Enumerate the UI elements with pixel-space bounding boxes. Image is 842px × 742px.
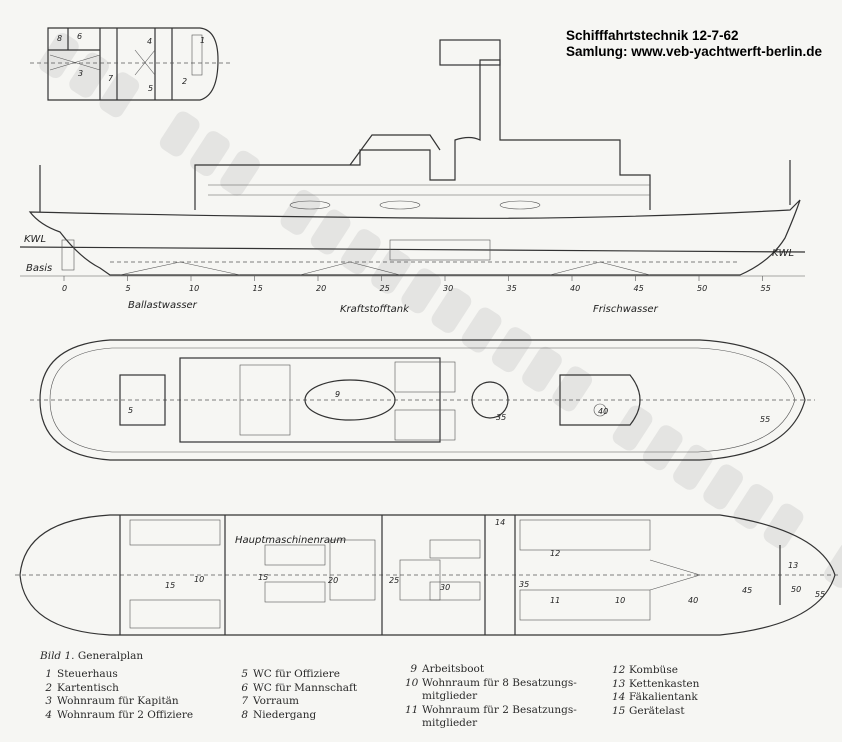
watermark-glyph <box>220 150 260 196</box>
deck-label: 40 <box>598 407 608 416</box>
lower-label: 50 <box>791 585 801 594</box>
engine-room-label: Hauptmaschinenraum <box>235 535 346 546</box>
lower-label: 20 <box>328 576 338 585</box>
basis-label: Basis <box>26 263 52 274</box>
watermark-glyph <box>522 346 562 392</box>
watermark-glyph <box>733 484 774 529</box>
fresh-water-label: Frischwasser <box>593 304 659 315</box>
lower-label: 11 <box>550 596 560 605</box>
source-header: Schifffahrtstechnik 12-7-62 Samlung: www… <box>566 28 822 60</box>
watermark <box>39 33 842 588</box>
inset-label: 4 <box>147 37 152 46</box>
frame-number: 45 <box>634 284 644 293</box>
watermark-glyph <box>99 72 140 118</box>
lower-label: 15 <box>165 581 175 590</box>
lower-label: 55 <box>815 590 825 599</box>
header-line-2: Samlung: www.veb-yachtwerft-berlin.de <box>566 44 823 59</box>
frame-number: 20 <box>316 284 326 293</box>
watermark-glyph <box>763 503 804 549</box>
header-line-1: Schifffahrtstechnik 12-7-62 <box>566 28 739 43</box>
lower-label: 40 <box>688 596 698 605</box>
watermark-glyph <box>401 268 442 314</box>
kwl-label: KWL <box>772 248 794 259</box>
watermark-glyph <box>461 307 502 353</box>
watermark-glyph <box>310 209 351 255</box>
ballast-water-label: Ballastwasser <box>128 300 198 311</box>
watermark-glyph <box>39 33 79 78</box>
frame-number: 15 <box>253 284 263 293</box>
watermark-glyph <box>431 287 472 333</box>
fuel-tank-label: Kraftstofftank <box>340 304 410 315</box>
watermark-glyph <box>612 405 653 451</box>
watermark-glyph <box>703 464 743 510</box>
inset-label: 7 <box>108 74 114 83</box>
lower-label: 15 <box>258 573 268 582</box>
deck-plan: 5 9 35 40 55 <box>30 339 815 461</box>
frame-number: 55 <box>761 284 771 293</box>
watermark-glyph <box>69 52 109 98</box>
inset-label: 3 <box>78 69 83 78</box>
kwl-label: KWL <box>24 234 46 245</box>
inset-label: 2 <box>182 77 187 86</box>
lower-label: 35 <box>519 580 529 589</box>
frame-number: 0 <box>62 284 67 293</box>
watermark-glyph <box>491 327 532 373</box>
inset-label: 8 <box>57 34 62 43</box>
inset-label: 5 <box>148 84 153 93</box>
inset-label: 1 <box>200 36 205 45</box>
figure-caption: Bild 1. Generalplan <box>40 650 143 662</box>
frame-number: 35 <box>507 284 517 293</box>
watermark-glyph <box>159 111 200 157</box>
lower-deck-plan: Hauptmaschinenraum 15 10 15 20 25 30 14 … <box>15 514 840 636</box>
deckhouse-inset-plan: 8 6 4 1 3 7 5 2 <box>30 27 230 101</box>
lower-label: 12 <box>550 549 560 558</box>
frame-number: 40 <box>570 284 580 293</box>
legend-item-continued: mitglieder <box>422 717 478 730</box>
frame-number: 30 <box>443 284 453 293</box>
deck-label: 35 <box>496 413 506 422</box>
lower-label: 45 <box>742 586 752 595</box>
deck-label: 5 <box>128 406 133 415</box>
legend-item-continued: mitglieder <box>422 690 478 703</box>
lower-label: 10 <box>194 575 204 584</box>
inset-label: 6 <box>77 32 82 41</box>
figure-title: Generalplan <box>77 650 144 662</box>
lower-label: 30 <box>440 583 450 592</box>
lower-label: 14 <box>495 518 505 527</box>
figure-number: Bild 1. <box>40 650 75 662</box>
lower-label: 13 <box>788 561 798 570</box>
frame-number: 10 <box>189 284 199 293</box>
side-elevation: KWL KWL Basis Ballastwasser Kraftstoffta… <box>19 39 806 315</box>
deck-label: 55 <box>760 415 770 424</box>
frame-number: 5 <box>126 284 131 293</box>
lower-label: 25 <box>389 576 399 585</box>
watermark-glyph <box>673 444 713 490</box>
lower-label: 10 <box>615 596 625 605</box>
watermark-glyph <box>341 229 381 275</box>
frame-number: 50 <box>697 284 707 293</box>
frame-number: 25 <box>380 284 390 293</box>
watermark-glyph <box>642 425 683 471</box>
deck-label: 9 <box>335 390 340 399</box>
